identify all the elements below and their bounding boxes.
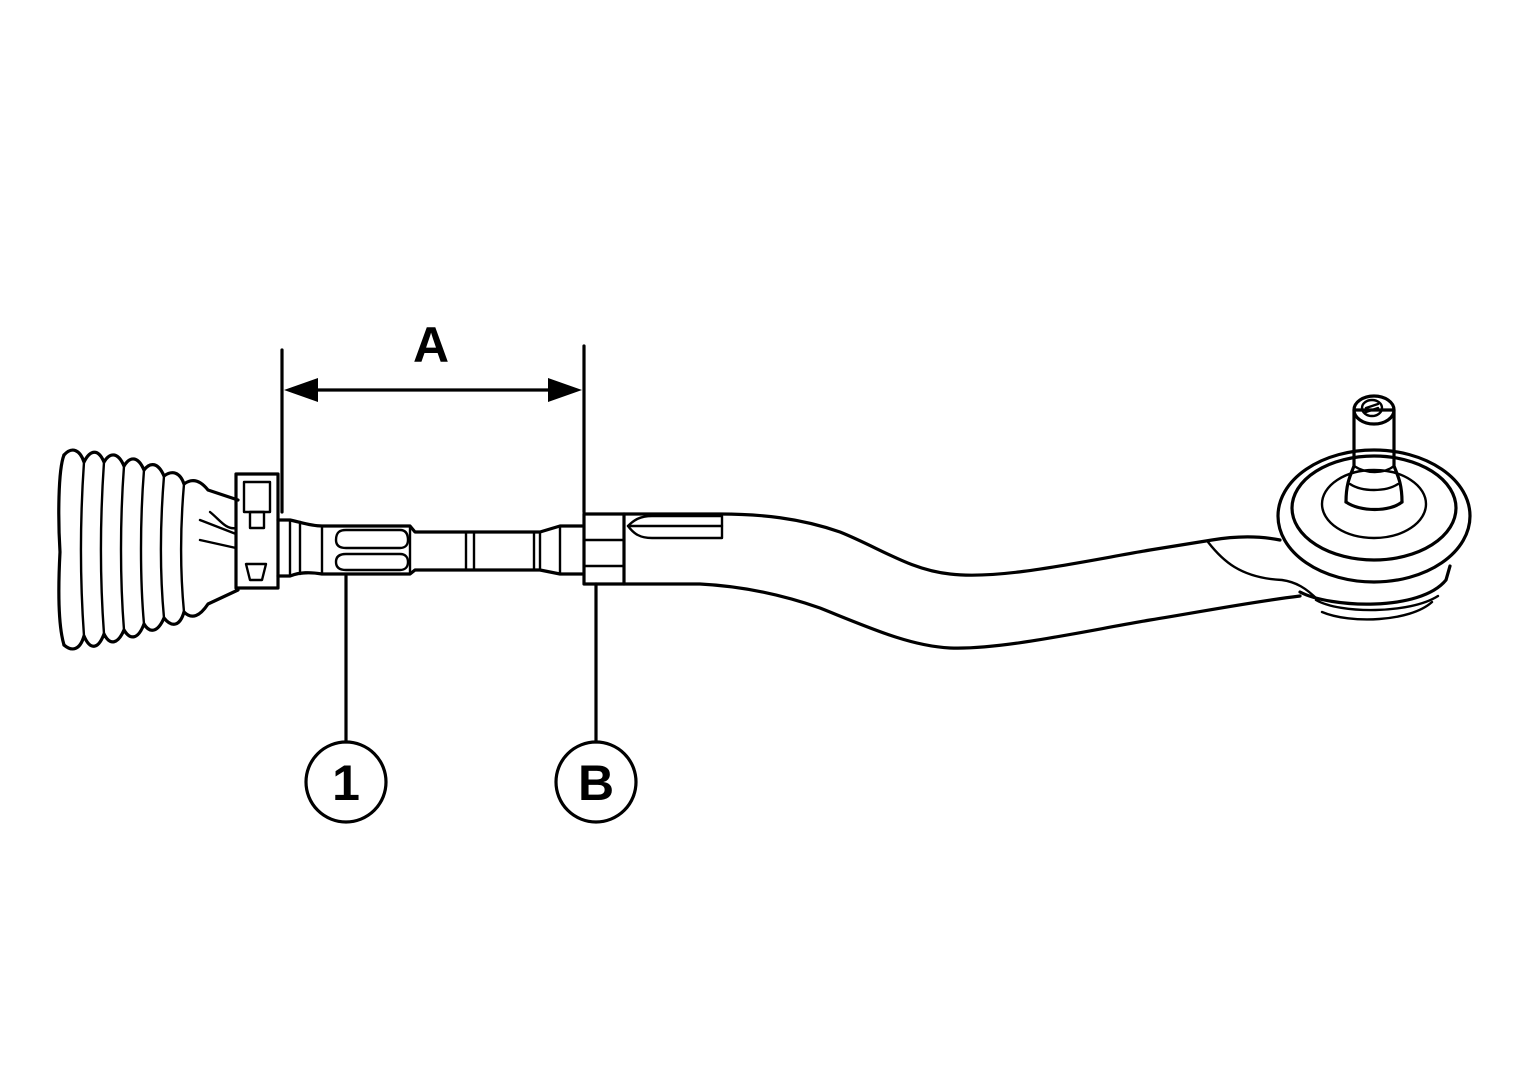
boot-clamp (234, 472, 280, 590)
steering-boot (57, 448, 240, 651)
lock-nut (582, 512, 626, 586)
callout-part-1: 1 (304, 574, 388, 824)
ball-joint (1276, 394, 1472, 621)
callout-label-b: B (578, 755, 614, 811)
callout-label-1: 1 (332, 755, 360, 811)
dimension-label: A (413, 317, 449, 373)
callout-ref-b: B (554, 582, 638, 824)
dimension-a: A (280, 317, 586, 514)
outer-tie-rod-end (622, 512, 1320, 650)
arrow-right-icon (548, 378, 582, 402)
arrow-left-icon (284, 378, 318, 402)
inner-tie-rod (276, 518, 584, 578)
